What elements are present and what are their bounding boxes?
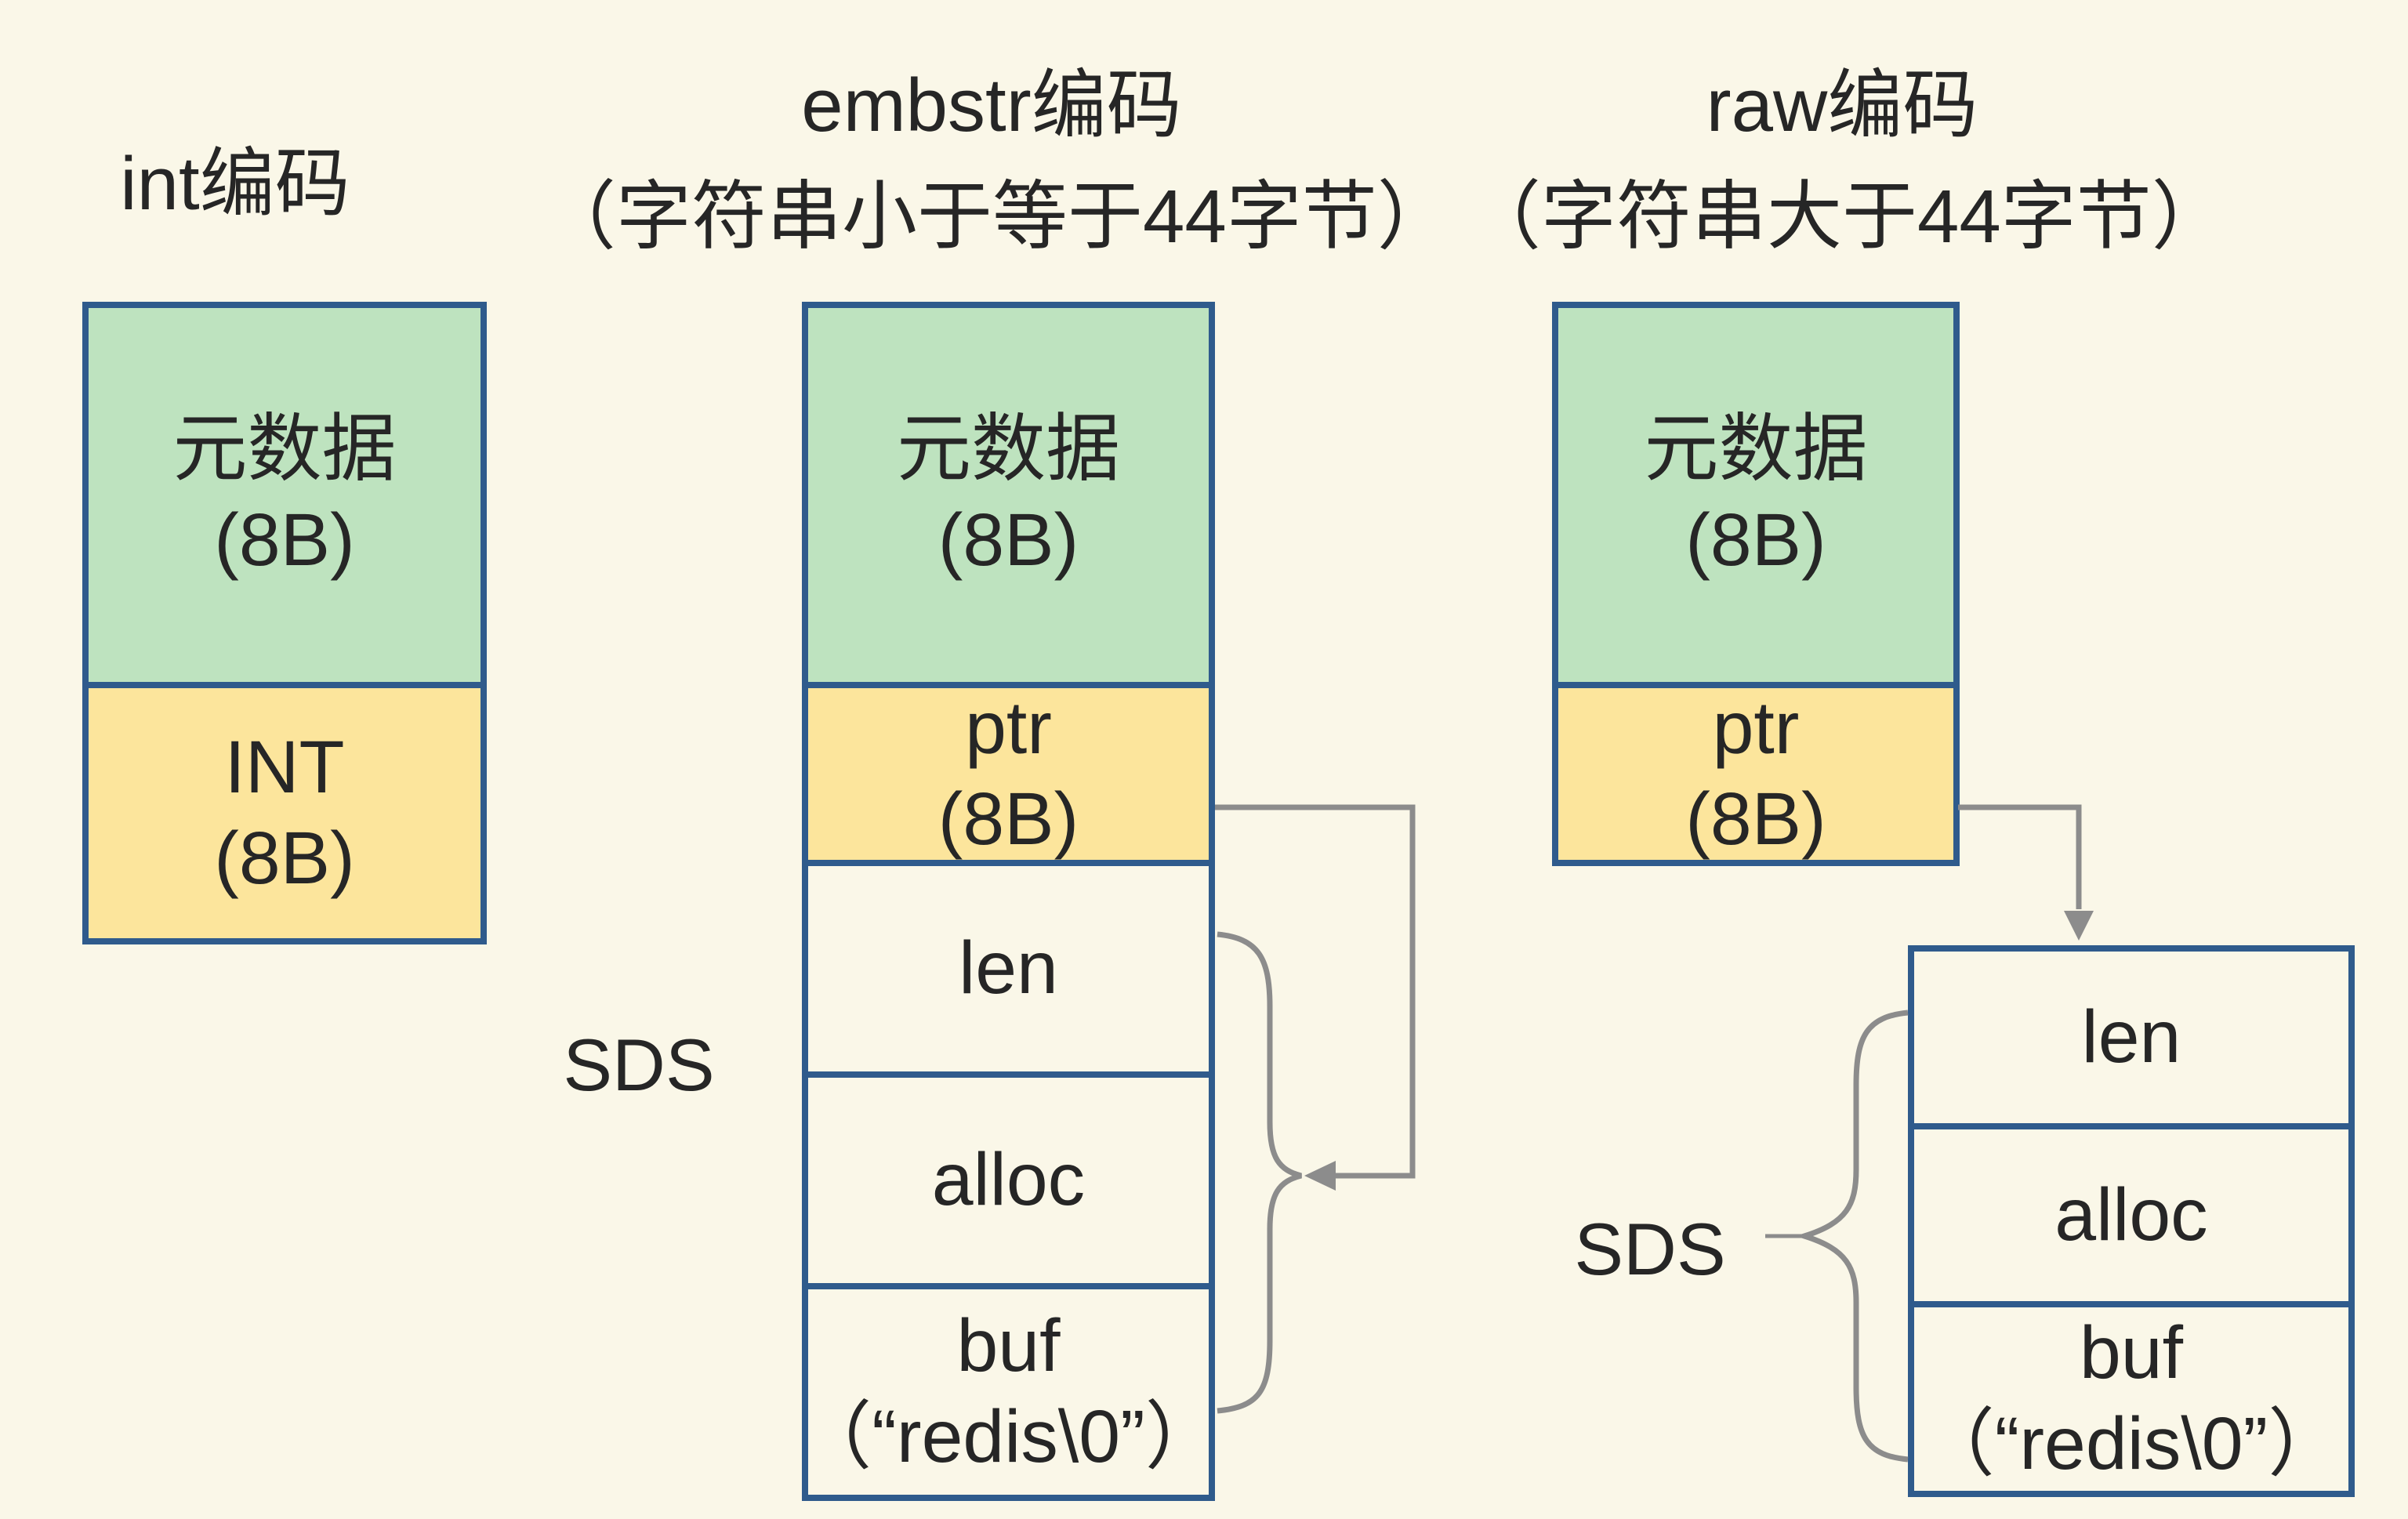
embstr-metadata-label: 元数据 (896, 407, 1120, 491)
embstr-ptr-label: ptr (965, 686, 1052, 770)
raw-sds-buf-box: buf （“redis\0”） (1908, 1301, 2355, 1497)
embstr-sds-label: SDS (563, 1024, 715, 1106)
raw-ptr-box: ptr (8B) (1552, 682, 1960, 866)
int-metadata-label: 元数据 (172, 407, 397, 491)
raw-sds-brace (1795, 1010, 1909, 1463)
int-value-label: INT (224, 725, 345, 809)
int-encoding-title: int编码 (31, 129, 439, 240)
embstr-sds-buf-label: buf (956, 1304, 1061, 1388)
raw-metadata-size: (8B) (1685, 498, 1826, 582)
int-metadata-box: 元数据 (8B) (82, 302, 487, 688)
int-value-box: INT (8B) (82, 682, 487, 944)
embstr-sds-brace (1217, 931, 1302, 1414)
raw-sds-label: SDS (1574, 1208, 1726, 1290)
raw-sds-buf-label: buf (2079, 1311, 2184, 1395)
int-encoding-title-line1: int编码 (120, 142, 350, 226)
raw-sds-len-box: len (1908, 945, 2355, 1129)
raw-ptr-arrowhead-icon (2064, 911, 2094, 941)
embstr-encoding-title-line2: （字符串小于等于44字节） (541, 175, 1452, 259)
int-value-size: (8B) (214, 816, 355, 900)
raw-sds-alloc-box: alloc (1908, 1123, 2355, 1307)
raw-ptr-label: ptr (1712, 686, 1800, 770)
embstr-encoding-title-line1: embstr编码 (801, 63, 1182, 147)
embstr-ptr-box: ptr (8B) (802, 682, 1215, 866)
embstr-sds-len-box: len (802, 860, 1215, 1078)
embstr-metadata-size: (8B) (937, 498, 1079, 582)
embstr-encoding-title: embstr编码 （字符串小于等于44字节） (541, 50, 1452, 273)
raw-sds-alloc-label: alloc (2054, 1173, 2208, 1256)
embstr-sds-alloc-box: alloc (802, 1071, 1215, 1289)
embstr-sds-buf-box: buf （“redis\0”） (797, 1283, 1220, 1501)
embstr-ptr-size: (8B) (937, 777, 1079, 861)
embstr-sds-alloc-label: alloc (931, 1138, 1086, 1222)
raw-metadata-label: 元数据 (1644, 407, 1868, 491)
embstr-sds-buf-value: （“redis\0”） (797, 1395, 1220, 1478)
raw-sds-len-label: len (2081, 995, 2181, 1079)
raw-ptr-arrow (1958, 804, 2082, 909)
embstr-ptr-arrow (1215, 804, 1416, 1179)
embstr-ptr-arrowhead-icon (1304, 1161, 1336, 1191)
raw-sds-buf-value: （“redis\0”） (1920, 1402, 2343, 1485)
raw-encoding-title: raw编码 （字符串大于44字节） (1466, 50, 2227, 273)
raw-encoding-title-line1: raw编码 (1706, 63, 1978, 147)
raw-ptr-size: (8B) (1685, 777, 1826, 861)
embstr-sds-len-label: len (959, 926, 1058, 1010)
raw-metadata-box: 元数据 (8B) (1552, 302, 1960, 688)
int-metadata-size: (8B) (214, 498, 355, 582)
raw-encoding-title-line2: （字符串大于44字节） (1466, 175, 2227, 259)
embstr-metadata-box: 元数据 (8B) (802, 302, 1215, 688)
